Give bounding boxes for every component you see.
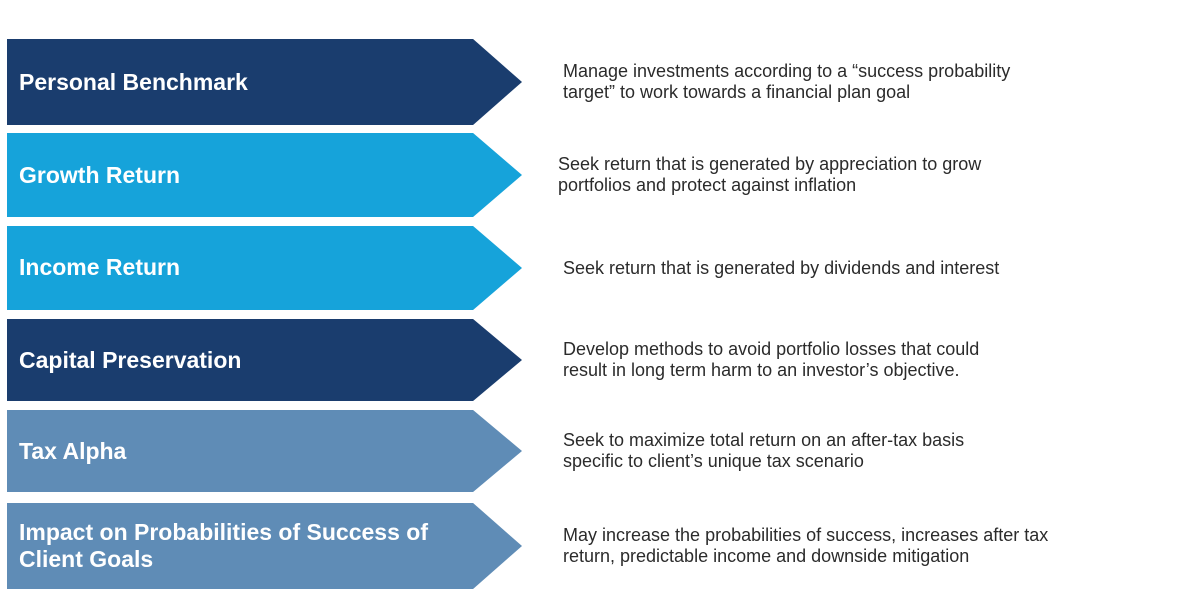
arrow-label: Impact on Probabilities of Success of Cl… [19, 519, 428, 572]
arrow-fill [7, 410, 522, 492]
arrow-fill [7, 503, 522, 589]
arrow-shape: Growth Return [7, 133, 522, 217]
description-text: Seek to maximize total return on an afte… [563, 430, 965, 471]
arrow-shape: Income Return [7, 226, 522, 310]
row-tax-alpha: Tax Alpha Seek to maximize total return … [0, 410, 1200, 492]
description-text: Seek return that is generated by appreci… [558, 154, 982, 195]
arrow-label: Tax Alpha [19, 437, 127, 464]
row-impact-on-success: Impact on Probabilities of Success of Cl… [0, 503, 1200, 589]
arrow-fill [7, 133, 522, 217]
arrow-label: Growth Return [19, 161, 180, 188]
arrow-fill [7, 319, 522, 401]
description-text: Manage investments according to a “succe… [563, 61, 1011, 102]
arrow-fill [7, 39, 522, 125]
arrow-fill [7, 226, 522, 310]
arrow-shape: Tax Alpha [7, 410, 522, 492]
row-personal-benchmark: Personal Benchmark Manage investments ac… [0, 39, 1200, 125]
description-text: May increase the probabilities of succes… [563, 525, 1049, 566]
arrow-label: Income Return [19, 254, 181, 280]
arrow-shape: Personal Benchmark [7, 39, 522, 125]
arrow-label: Capital Preservation [19, 346, 242, 373]
description-text: Develop methods to avoid portfolio losse… [563, 339, 980, 380]
arrow-shape: Impact on Probabilities of Success of Cl… [7, 503, 522, 589]
row-growth-return: Growth Return Seek return that is genera… [0, 133, 1200, 217]
row-income-return: Income Return Seek return that is genera… [0, 226, 1200, 310]
arrow-shape: Capital Preservation [7, 319, 522, 401]
description-text: Seek return that is generated by dividen… [563, 257, 1000, 278]
row-capital-preservation: Capital Preservation Develop methods to … [0, 319, 1200, 401]
arrow-label: Personal Benchmark [19, 68, 248, 95]
